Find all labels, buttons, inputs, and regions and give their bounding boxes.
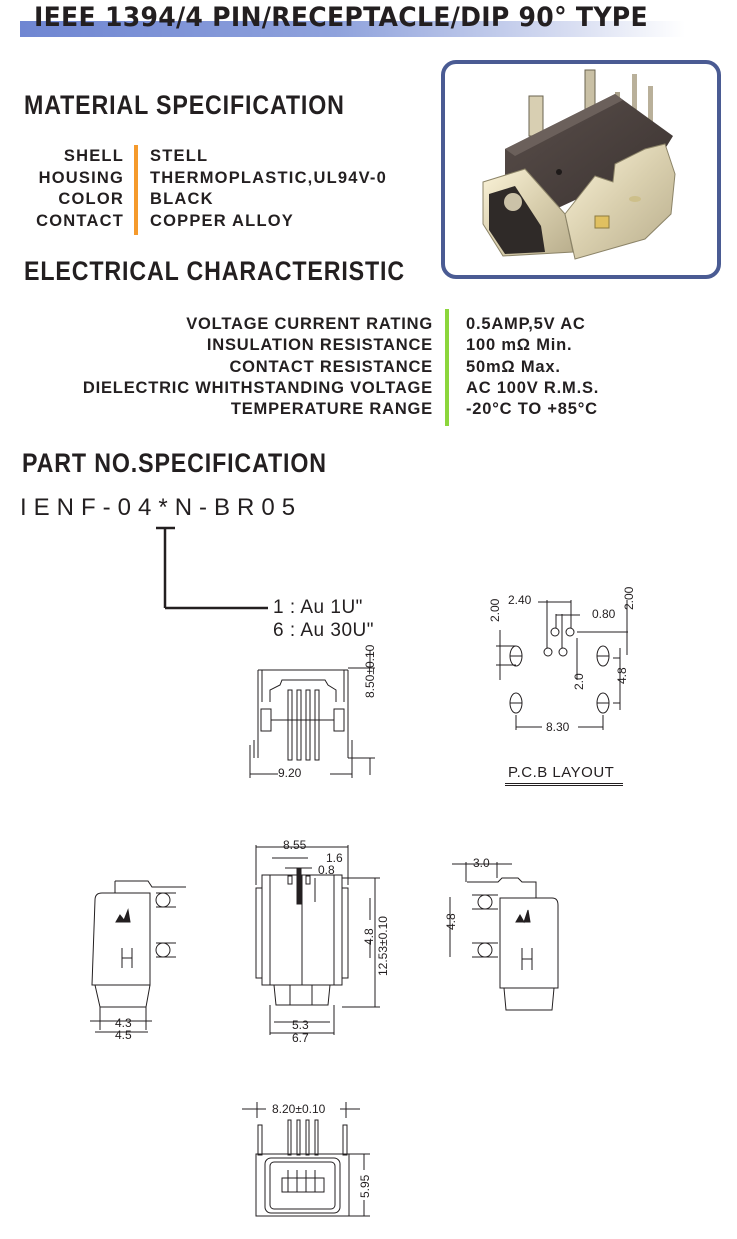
connector-photo-icon	[482, 69, 676, 260]
top-view-dim: 1.6	[326, 851, 343, 865]
electrical-label: VOLTAGE CURRENT RATING	[186, 315, 433, 333]
material-label: COLOR	[58, 190, 124, 208]
left-view-dim: 4.3	[115, 1016, 132, 1030]
pcb-layout-drawing	[496, 600, 628, 730]
electrical-value: 0.5AMP,5V AC	[466, 315, 586, 333]
electrical-value: 50mΩ Max.	[466, 357, 561, 376]
pcb-dim: 4.8	[615, 667, 629, 684]
pcb-dim: 2.0	[572, 673, 586, 690]
port-view-dim: 5.95	[358, 1174, 372, 1198]
front-view-drawing	[249, 650, 375, 778]
electrical-heading: ELECTRICAL CHARACTERISTIC	[24, 256, 405, 286]
electrical-label: INSULATION RESISTANCE	[206, 336, 433, 355]
top-view-dim: 12.53±0.10	[376, 916, 390, 976]
pcb-dim: 2.40	[508, 593, 532, 607]
electrical-value: -20°C TO +85°C	[466, 400, 598, 419]
material-heading: MATERIAL SPECIFICATION	[24, 90, 345, 120]
material-separator	[134, 145, 138, 235]
top-view-dim: 4.8	[362, 928, 376, 945]
material-labels: SHELL HOUSING COLOR CONTACT	[20, 146, 124, 232]
top-view-dim: 6.7	[292, 1031, 309, 1045]
electrical-labels: VOLTAGE CURRENT RATING INSULATION RESIST…	[10, 314, 433, 420]
electrical-value: AC 100V R.M.S.	[466, 378, 600, 397]
left-view-dim: 4.5	[115, 1028, 132, 1042]
material-value: BLACK	[150, 190, 214, 208]
part-number-code: IENF-04*N-BR05	[20, 494, 303, 521]
right-view-drawing	[449, 862, 559, 1011]
title-banner-bar	[20, 21, 720, 37]
part-number-heading: PART NO.SPECIFICATION	[22, 448, 327, 478]
product-photo-frame	[441, 60, 721, 279]
top-view-dim: 8.55	[283, 838, 307, 852]
top-view-dim: 5.3	[292, 1018, 309, 1032]
pcb-dim: 8.30	[546, 720, 570, 734]
pcb-dim: 2.00	[622, 586, 636, 610]
electrical-label: DIELECTRIC WHITHSTANDING VOLTAGE	[82, 378, 433, 397]
material-values: STELL THERMOPLASTIC,UL94V-0 BLACK COPPER…	[150, 146, 387, 232]
material-label: HOUSING	[38, 168, 124, 187]
left-view-drawing	[90, 880, 186, 1033]
part-number-callout-line	[156, 526, 268, 610]
material-label: SHELL	[63, 147, 124, 165]
port-view-dim: 8.20±0.10	[272, 1102, 326, 1116]
right-view-dim: 4.8	[444, 913, 458, 930]
pcb-dim: 0.80	[592, 607, 616, 621]
page-title: IEEE 1394/4 PIN/RECEPTACLE/DIP 90° TYPE	[34, 2, 648, 33]
electrical-label: TEMPERATURE RANGE	[230, 400, 433, 419]
material-value: STELL	[150, 147, 209, 165]
electrical-value: 100 mΩ Min.	[466, 336, 573, 355]
material-value: COPPER ALLOY	[150, 211, 294, 230]
electrical-separator	[445, 309, 449, 426]
plating-option: 6 : Au 30U"	[273, 620, 374, 641]
pcb-layout-title: P.C.B LAYOUT	[508, 764, 615, 781]
right-view-dim: 3.0	[473, 856, 490, 870]
material-value: THERMOPLASTIC,UL94V-0	[150, 168, 387, 187]
plating-option: 1 : Au 1U"	[273, 597, 363, 618]
port-view-drawing	[242, 1102, 370, 1217]
electrical-values: 0.5AMP,5V AC 100 mΩ Min. 50mΩ Max. AC 10…	[466, 314, 599, 420]
electrical-label: CONTACT RESISTANCE	[229, 357, 433, 376]
material-label: CONTACT	[36, 211, 124, 230]
pcb-dim: 2.00	[488, 598, 502, 622]
top-view-dim: 0.8	[318, 863, 335, 877]
front-view-width: 9.20	[278, 766, 302, 780]
pcb-layout-underline	[505, 783, 623, 786]
top-view-drawing	[255, 845, 380, 1035]
front-view-height: 8.50±0.10	[363, 644, 377, 698]
